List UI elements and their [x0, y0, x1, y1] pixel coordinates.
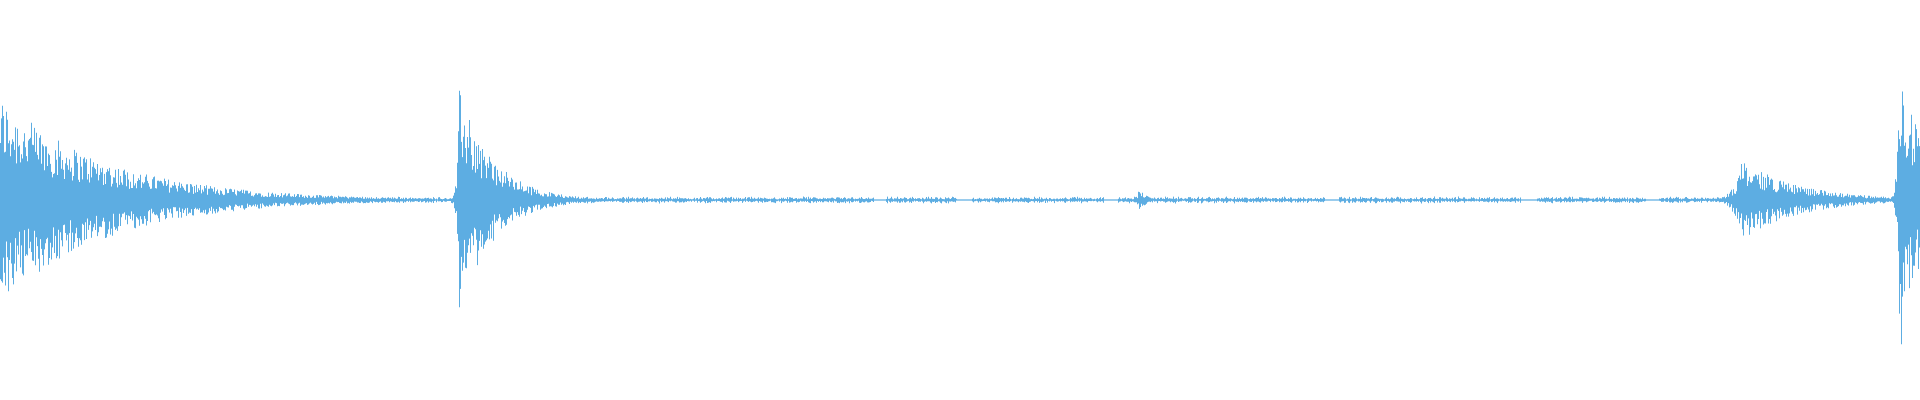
waveform-samples [0, 90, 1920, 345]
waveform-trace [0, 90, 1920, 345]
